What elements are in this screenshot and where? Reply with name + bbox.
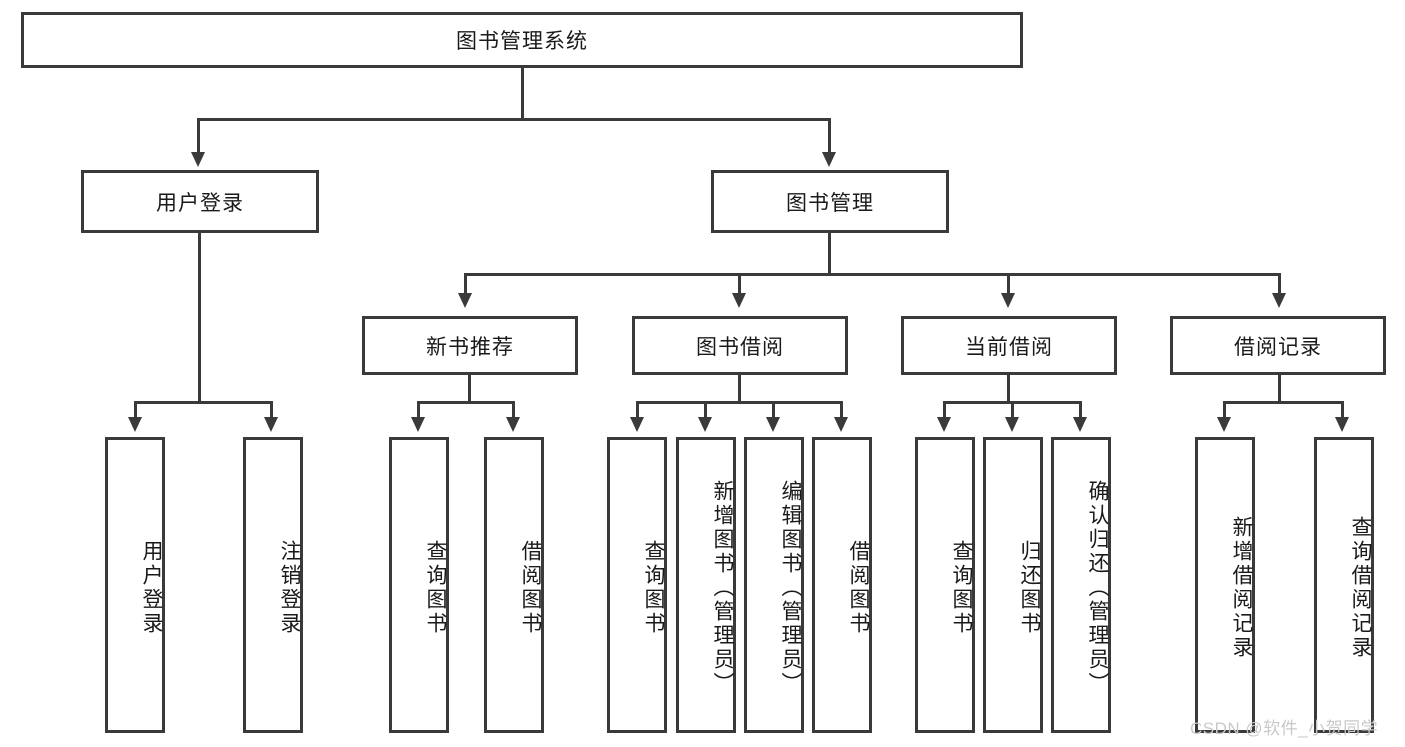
connector-user-login-drop-1	[134, 401, 137, 419]
node-label: 图书管理系统	[456, 30, 588, 53]
node-label: 借阅图书	[519, 540, 542, 636]
connector-br-drop-1	[1223, 401, 1226, 419]
arrowhead-bm-to-borrow-record	[1272, 293, 1286, 308]
leaf-add-book-admin[interactable]: 新增图书（管理员）	[676, 437, 736, 733]
leaf-borrow-book-bb[interactable]: 借阅图书	[812, 437, 872, 733]
connector-cb-drop-3	[1079, 401, 1082, 419]
watermark-csdn: CSDN @软件_小贺同学	[1190, 719, 1379, 738]
leaf-borrow-book-nbr[interactable]: 借阅图书	[484, 437, 544, 733]
arrowhead-br-leaf-2	[1335, 417, 1349, 432]
node-current-borrow[interactable]: 当前借阅	[901, 316, 1117, 375]
arrowhead-bb-leaf-1	[630, 417, 644, 432]
connector-cb-stem	[1007, 375, 1010, 401]
connector-bm-drop-2	[738, 273, 741, 295]
node-label: 确认归还（管理员）	[1086, 480, 1109, 696]
arrowhead-bb-leaf-3	[766, 417, 780, 432]
node-label: 查询图书	[424, 540, 447, 636]
node-label: 借阅图书	[847, 540, 870, 636]
arrowhead-bm-to-book-borrow	[732, 293, 746, 308]
arrowhead-bb-leaf-2	[698, 417, 712, 432]
leaf-user-login[interactable]: 用户登录	[105, 437, 165, 733]
arrowhead-nbr-leaf-2	[506, 417, 520, 432]
node-label: 用户登录	[140, 540, 163, 636]
node-label: 新增借阅记录	[1230, 516, 1253, 660]
connector-root-to-user-login	[197, 118, 200, 154]
node-root-book-management-system[interactable]: 图书管理系统	[21, 12, 1023, 68]
connector-root-to-book-management	[828, 118, 831, 154]
leaf-query-book-cb[interactable]: 查询图书	[915, 437, 975, 733]
connector-bm-drop-3	[1007, 273, 1010, 295]
arrowhead-user-login-leaf-1	[128, 417, 142, 432]
leaf-logout[interactable]: 注销登录	[243, 437, 303, 733]
node-label: 查询图书	[642, 540, 665, 636]
connector-root-stem	[521, 68, 524, 118]
node-book-borrow[interactable]: 图书借阅	[632, 316, 848, 375]
leaf-edit-book-admin[interactable]: 编辑图书（管理员）	[744, 437, 804, 733]
node-label: 图书管理	[786, 191, 874, 215]
node-label: 查询图书	[950, 540, 973, 636]
connector-br-drop-2	[1341, 401, 1344, 419]
arrowhead-bm-to-current-borrow	[1001, 293, 1015, 308]
arrowhead-bm-to-new-book-recommend	[458, 293, 472, 308]
connector-br-bus	[1223, 401, 1343, 404]
arrowhead-cb-leaf-2	[1005, 417, 1019, 432]
node-label: 新书推荐	[426, 335, 514, 359]
connector-book-management-bus	[464, 273, 1281, 276]
connector-bm-drop-1	[464, 273, 467, 295]
node-label: 图书借阅	[696, 335, 784, 359]
arrowhead-root-to-book-management	[822, 152, 836, 167]
connector-nbr-drop-2	[512, 401, 515, 419]
connector-bb-drop-1	[636, 401, 639, 419]
node-label: 编辑图书（管理员）	[779, 480, 802, 696]
arrowhead-user-login-leaf-2	[264, 417, 278, 432]
leaf-query-book-nbr[interactable]: 查询图书	[389, 437, 449, 733]
connector-bb-drop-4	[840, 401, 843, 419]
connector-cb-drop-2	[1011, 401, 1014, 419]
connector-bm-drop-4	[1278, 273, 1281, 295]
connector-nbr-drop-1	[417, 401, 420, 419]
connector-bb-bus	[636, 401, 842, 404]
leaf-query-book-bb[interactable]: 查询图书	[607, 437, 667, 733]
connector-nbr-stem	[468, 375, 471, 401]
connector-user-login-drop-2	[270, 401, 273, 419]
arrowhead-bb-leaf-4	[834, 417, 848, 432]
leaf-return-book[interactable]: 归还图书	[983, 437, 1043, 733]
node-book-management[interactable]: 图书管理	[711, 170, 949, 233]
arrowhead-cb-leaf-3	[1073, 417, 1087, 432]
connector-book-management-stem	[828, 233, 831, 273]
connector-bb-stem	[738, 375, 741, 401]
node-label: 查询借阅记录	[1349, 516, 1372, 660]
connector-root-bus	[197, 118, 831, 121]
connector-user-login-bus	[134, 401, 273, 404]
node-label: 注销登录	[278, 540, 301, 636]
node-label: 归还图书	[1018, 540, 1041, 636]
node-borrow-record[interactable]: 借阅记录	[1170, 316, 1386, 375]
connector-br-stem	[1278, 375, 1281, 401]
connector-bb-drop-3	[772, 401, 775, 419]
arrowhead-cb-leaf-1	[937, 417, 951, 432]
connector-cb-drop-1	[943, 401, 946, 419]
node-label: 新增图书（管理员）	[711, 480, 734, 696]
arrowhead-root-to-user-login	[191, 152, 205, 167]
connector-nbr-bus	[417, 401, 514, 404]
node-user-login[interactable]: 用户登录	[81, 170, 319, 233]
node-new-book-recommend[interactable]: 新书推荐	[362, 316, 578, 375]
arrowhead-br-leaf-1	[1217, 417, 1231, 432]
leaf-query-borrow-record[interactable]: 查询借阅记录	[1314, 437, 1374, 733]
node-label: 当前借阅	[965, 335, 1053, 359]
node-label: 借阅记录	[1234, 335, 1322, 359]
arrowhead-nbr-leaf-1	[411, 417, 425, 432]
node-label: 用户登录	[156, 191, 244, 215]
leaf-add-borrow-record[interactable]: 新增借阅记录	[1195, 437, 1255, 733]
leaf-confirm-return-admin[interactable]: 确认归还（管理员）	[1051, 437, 1111, 733]
connector-bb-drop-2	[704, 401, 707, 419]
connector-user-login-stem	[198, 233, 201, 401]
